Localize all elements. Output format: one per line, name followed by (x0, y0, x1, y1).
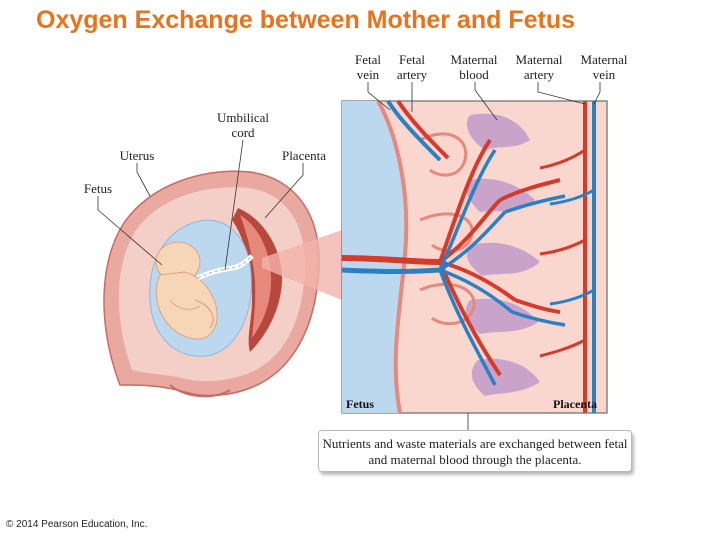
leader-lines (97, 82, 601, 430)
label-umbilical-cord: Umbilical cord (217, 110, 269, 140)
label-fetal-artery: Fetal artery (396, 52, 428, 82)
label-maternal-blood: Maternal blood (450, 52, 498, 82)
label-fetal-vein: Fetal vein (355, 52, 381, 82)
page-title: Oxygen Exchange between Mother and Fetus (36, 6, 576, 34)
label-fetus: Fetus (83, 181, 113, 196)
caption-box: Nutrients and waste materials are exchan… (318, 430, 632, 472)
uterus-illustration (103, 170, 320, 398)
zoom-wedge (262, 230, 342, 300)
fetus-figure (155, 241, 218, 340)
inset-label-fetus: Fetus (346, 397, 374, 411)
label-uterus: Uterus (119, 148, 155, 163)
label-maternal-vein: Maternal vein (580, 52, 628, 82)
label-placenta: Placenta (281, 148, 327, 163)
inset-label-placenta: Placenta (553, 397, 597, 411)
label-maternal-artery: Maternal artery (515, 52, 563, 82)
placenta-inset (341, 99, 608, 414)
copyright: © 2014 Pearson Education, Inc. (6, 519, 148, 530)
